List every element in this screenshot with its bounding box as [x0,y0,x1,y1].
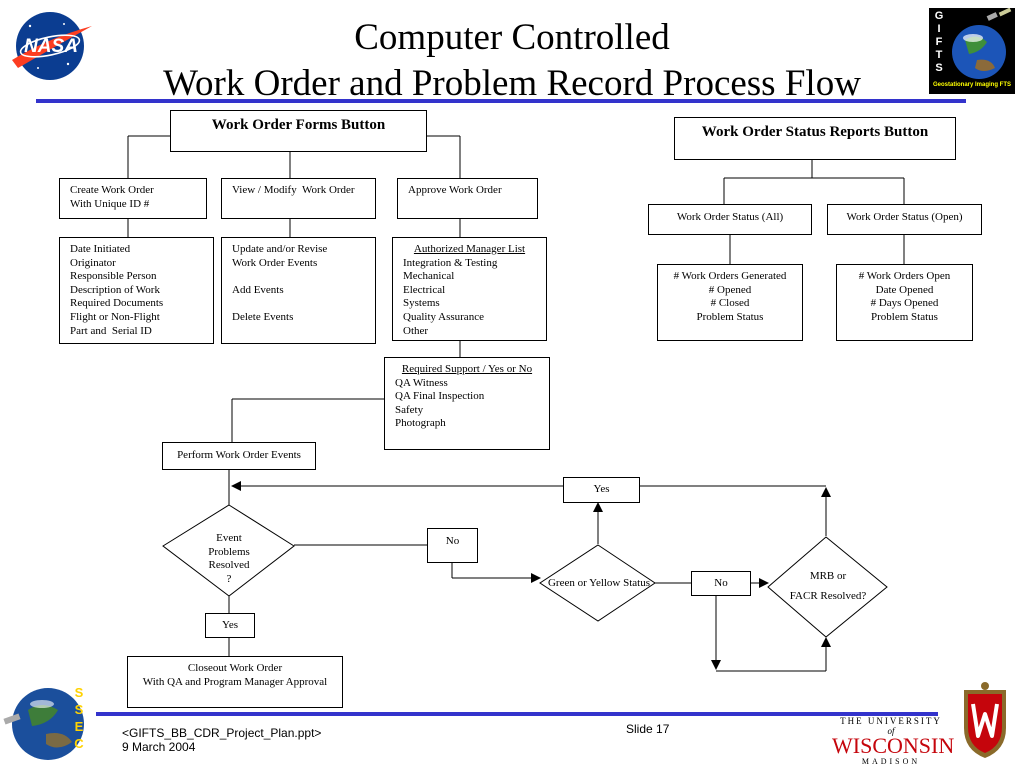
create-work-order-box: Create Work Order With Unique ID # [59,178,207,219]
box-text: Originator [70,256,116,269]
decision-text: MRB or [809,570,847,582]
event-problems-decision: Event Problems Resolved ? [194,532,264,586]
required-support-box: Required Support / Yes or No QA Witness … [384,357,550,450]
box-text: # Days Opened [870,297,939,310]
gifts-caption: Geostationary Imaging FTS [932,82,1011,88]
uw-line1: THE UNIVERSITY [840,716,942,726]
box-text: QA Final Inspection [395,390,485,403]
view-modify-work-order-box: View / Modify Work Order [221,178,376,219]
ssec-logo: S S E C [2,680,102,764]
box-text: Date Opened [875,283,934,296]
uw-crest-icon [958,680,1012,762]
no-box-1: No [427,528,478,563]
status-all-details-box: # Work Orders Generated # Opened # Close… [657,264,803,341]
box-text: View / Modify Work Order [232,184,355,196]
box-text: Part and Serial ID [70,324,152,337]
decision-text: FACR Resolved? [789,590,867,602]
box-text: Responsible Person [70,270,157,283]
box-text: Required Documents [70,297,164,310]
box-text: Safety [395,403,424,416]
uw-of: of [887,726,895,736]
box-text: Flight or Non-Flight [70,310,160,323]
box-text: Quality Assurance [403,310,484,323]
uw-wordmark: THE UNIVERSITY of WISCONSIN MADISON [832,716,955,767]
work-order-forms-button[interactable]: Work Order Forms Button [170,110,427,152]
gifts-letter: T [935,49,943,61]
ssec-letters: S S E C [72,684,86,752]
box-text: # Work Orders Open [858,270,951,282]
decision-text: Problems [208,545,250,558]
box-text: Integration & Testing [403,256,498,269]
nasa-logo: NASA [8,8,94,84]
box-text: With QA and Program Manager Approval [142,675,328,688]
footer-rule [96,712,938,716]
box-text: Delete Events [232,310,294,323]
yes-top-box: Yes [563,477,640,503]
box-text: Systems [403,297,440,310]
green-yellow-status-decision: Green or Yellow Status [547,577,651,589]
box-text [232,297,365,311]
box-text: Add Events [232,283,284,296]
box-text: Create Work Order [70,184,154,196]
box-heading: Authorized Manager List [413,243,526,255]
box-text: Electrical [403,283,446,296]
footer-date: 9 March 2004 [122,740,196,754]
box-text: With Unique ID # [70,197,150,210]
status-all-box: Work Order Status (All) [648,204,812,235]
slide-title-line2: Work Order and Problem Record Process Fl… [163,63,861,104]
ssec-letter: E [74,719,84,734]
box-text: Mechanical [403,270,455,283]
box-text: Problem Status [871,310,938,323]
box-heading: Required Support / Yes or No [401,363,533,375]
approve-work-order-box: Approve Work Order [397,178,538,219]
box-text: Other [403,324,429,337]
gifts-logo: G I F T S Geostationary Imaging FTS [929,8,1015,94]
uw-line3: MADISON [861,757,921,766]
yes-bottom-box: Yes [205,613,255,638]
nasa-logo-text: NASA [24,36,78,57]
ssec-letter: S [74,685,84,700]
decision-text: Event [216,532,242,544]
gifts-letter: F [935,36,943,48]
gifts-letter: G [934,10,944,22]
gifts-letter: I [937,23,941,35]
box-text: # Work Orders Generated [673,270,787,282]
gifts-vertical-letters: G I F T S [933,10,945,75]
slide-title-line1: Computer Controlled [354,17,670,58]
ssec-letter: S [74,702,84,717]
view-details-box: Update and/or Revise Work Order Events A… [221,237,376,344]
decision-text: ? [226,572,232,585]
footer-filename: <GIFTS_BB_CDR_Project_Plan.ppt> [122,726,322,740]
box-text: # Closed [710,297,750,310]
box-text: # Opened [708,283,752,296]
box-text: Update and/or Revise [232,243,328,255]
authorized-manager-box: Authorized Manager List Integration & Te… [392,237,547,341]
mrb-facr-decision: MRB or FACR Resolved? [776,566,880,606]
perform-work-order-events-box: Perform Work Order Events [162,442,316,470]
slide-number: Slide 17 [626,722,670,736]
uw-line2: WISCONSIN [832,733,955,758]
no-box-2: No [691,571,751,596]
decision-text: Resolved [208,559,250,572]
box-text: Work Order Events [232,256,318,269]
box-text: Approve Work Order [408,184,502,196]
status-open-box: Work Order Status (Open) [827,204,982,235]
box-text: QA Witness [395,376,448,389]
box-text: Problem Status [696,310,764,323]
status-open-details-box: # Work Orders Open Date Opened # Days Op… [836,264,973,341]
gifts-letter: S [935,62,943,74]
box-text: Description of Work [70,283,160,296]
ssec-letter: C [74,736,84,751]
title-rule [36,99,966,103]
box-text [232,270,365,284]
box-text: Date Initiated [70,243,131,255]
create-details-box: Date Initiated Originator Responsible Pe… [59,237,214,344]
box-text: Closeout Work Order [187,662,283,674]
work-order-status-reports-button[interactable]: Work Order Status Reports Button [674,117,956,160]
closeout-work-order-box: Closeout Work Order With QA and Program … [127,656,343,708]
box-text: Photograph [395,417,446,430]
